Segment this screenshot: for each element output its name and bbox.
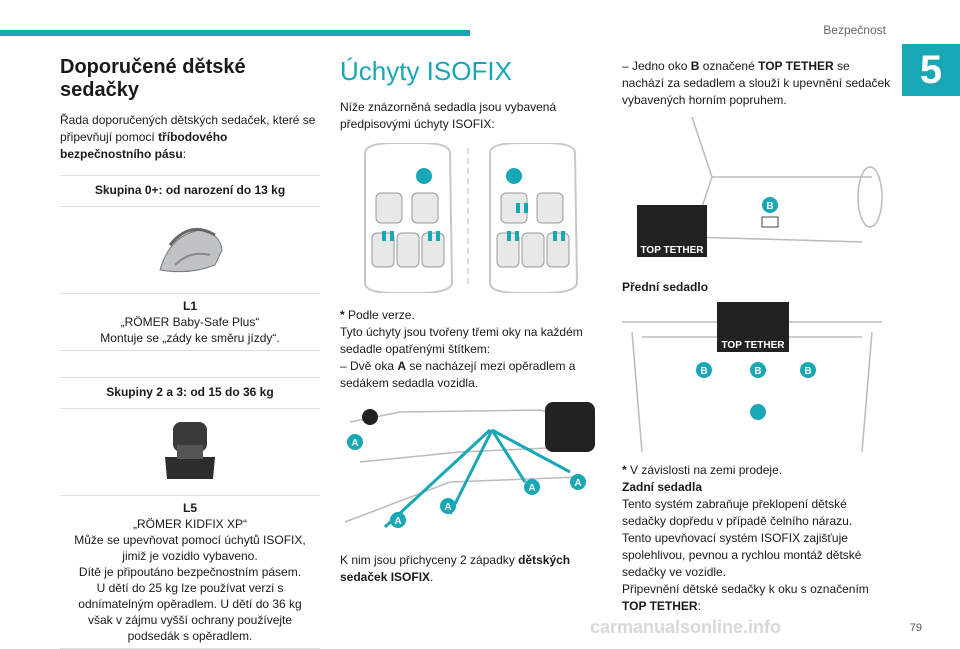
rear-seats-text: Tento systém zabraňuje překlopení dětské… [622, 497, 853, 528]
seat-layout-diagram [364, 143, 579, 293]
isofix-points-a: – Dvě oka A se nacházejí mezi opěradlem … [340, 359, 576, 390]
top-tether-icon [717, 302, 789, 352]
chapter-badge: 5 [902, 44, 960, 96]
isofix-intro: Níže znázorněná sedadla jsou vybavená př… [340, 100, 557, 131]
header-accent-bar [0, 30, 470, 36]
section-title: Bezpečnost [823, 23, 886, 37]
trunk-diagram: TOP TETHER B [637, 117, 883, 257]
isofix-anchor-diagram: A A A A A [344, 402, 595, 529]
seat-info: L1 „RÖMER Baby-Safe Plus“ Montuje se „zá… [60, 293, 320, 351]
watermark: carmanualsonline.info [590, 617, 782, 637]
rear-seats-text-2: Tento upevňovací systém ISOFIX zajišťuje… [622, 531, 862, 579]
isofix-badge-icon [362, 409, 378, 425]
isofix-description: Tyto úchyty jsou tvořeny třemi oky na ka… [340, 325, 583, 356]
section-heading: Doporučené dětské sedačky [60, 56, 246, 101]
isofix-heading: Úchyty ISOFIX [340, 56, 512, 86]
column-isofix: Úchyty ISOFIX Níže znázorněná sedadla js… [340, 56, 595, 586]
star-icon [750, 404, 766, 420]
svg-text:A: A [351, 438, 358, 449]
svg-text:B: B [700, 366, 707, 377]
svg-text:B: B [766, 201, 773, 212]
page-number: 79 [909, 622, 922, 634]
booster-seat-image [60, 408, 320, 496]
intro-text: Řada doporučených dětských sedaček, kter… [60, 113, 316, 161]
child-seat-table: Skupiny 2 a 3: od 15 do 36 kg L5 „RÖMER … [60, 377, 320, 649]
country-note: * V závislosti na zemi prodeje. [622, 463, 783, 477]
isofix-symbol-icon [545, 402, 595, 452]
svg-text:B: B [804, 366, 811, 377]
baby-seat-image [60, 206, 320, 294]
isofix-latches-text: K nim jsou přichyceny 2 západky dětských… [340, 553, 571, 584]
isofix-markers [382, 203, 565, 241]
star-icon [416, 168, 432, 184]
svg-text:A: A [528, 483, 535, 494]
svg-text:TOP TETHER: TOP TETHER [641, 245, 705, 256]
child-seat-table: Skupina 0+: od narození do 13 kg L1 „RÖM… [60, 175, 320, 351]
rear-seats-diagram: TOP TETHER B B B [622, 302, 882, 452]
svg-text:B: B [754, 366, 761, 377]
svg-text:A: A [394, 516, 401, 527]
star-icon [506, 168, 522, 184]
group-heading: Skupiny 2 a 3: od 15 do 36 kg [60, 377, 320, 409]
svg-text:A: A [574, 478, 581, 489]
seat-info: L5 „RÖMER KIDFIX XP“ Může se upevňovat p… [60, 495, 320, 649]
column-recommended-seats: Doporučené dětské sedačky Řada doporučen… [60, 56, 320, 649]
label-a-markers [347, 434, 586, 528]
group-heading: Skupina 0+: od narození do 13 kg [60, 175, 320, 207]
front-seat-heading: Přední sedadlo [622, 280, 709, 294]
rear-seats-heading: Zadní sedadla [622, 480, 703, 494]
svg-text:TOP TETHER: TOP TETHER [722, 340, 786, 351]
svg-text:A: A [444, 502, 451, 513]
version-note: * Podle verze. [340, 308, 415, 322]
column-top-tether: – Jedno oko B označené TOP TETHER se nac… [622, 58, 892, 615]
top-tether-point-b: – Jedno oko B označené TOP TETHER se nac… [622, 59, 891, 107]
top-tether-icon [637, 205, 707, 257]
attach-instruction: Připevnění dětské sedačky k oku s označe… [622, 582, 869, 613]
label-b-markers [696, 362, 816, 378]
